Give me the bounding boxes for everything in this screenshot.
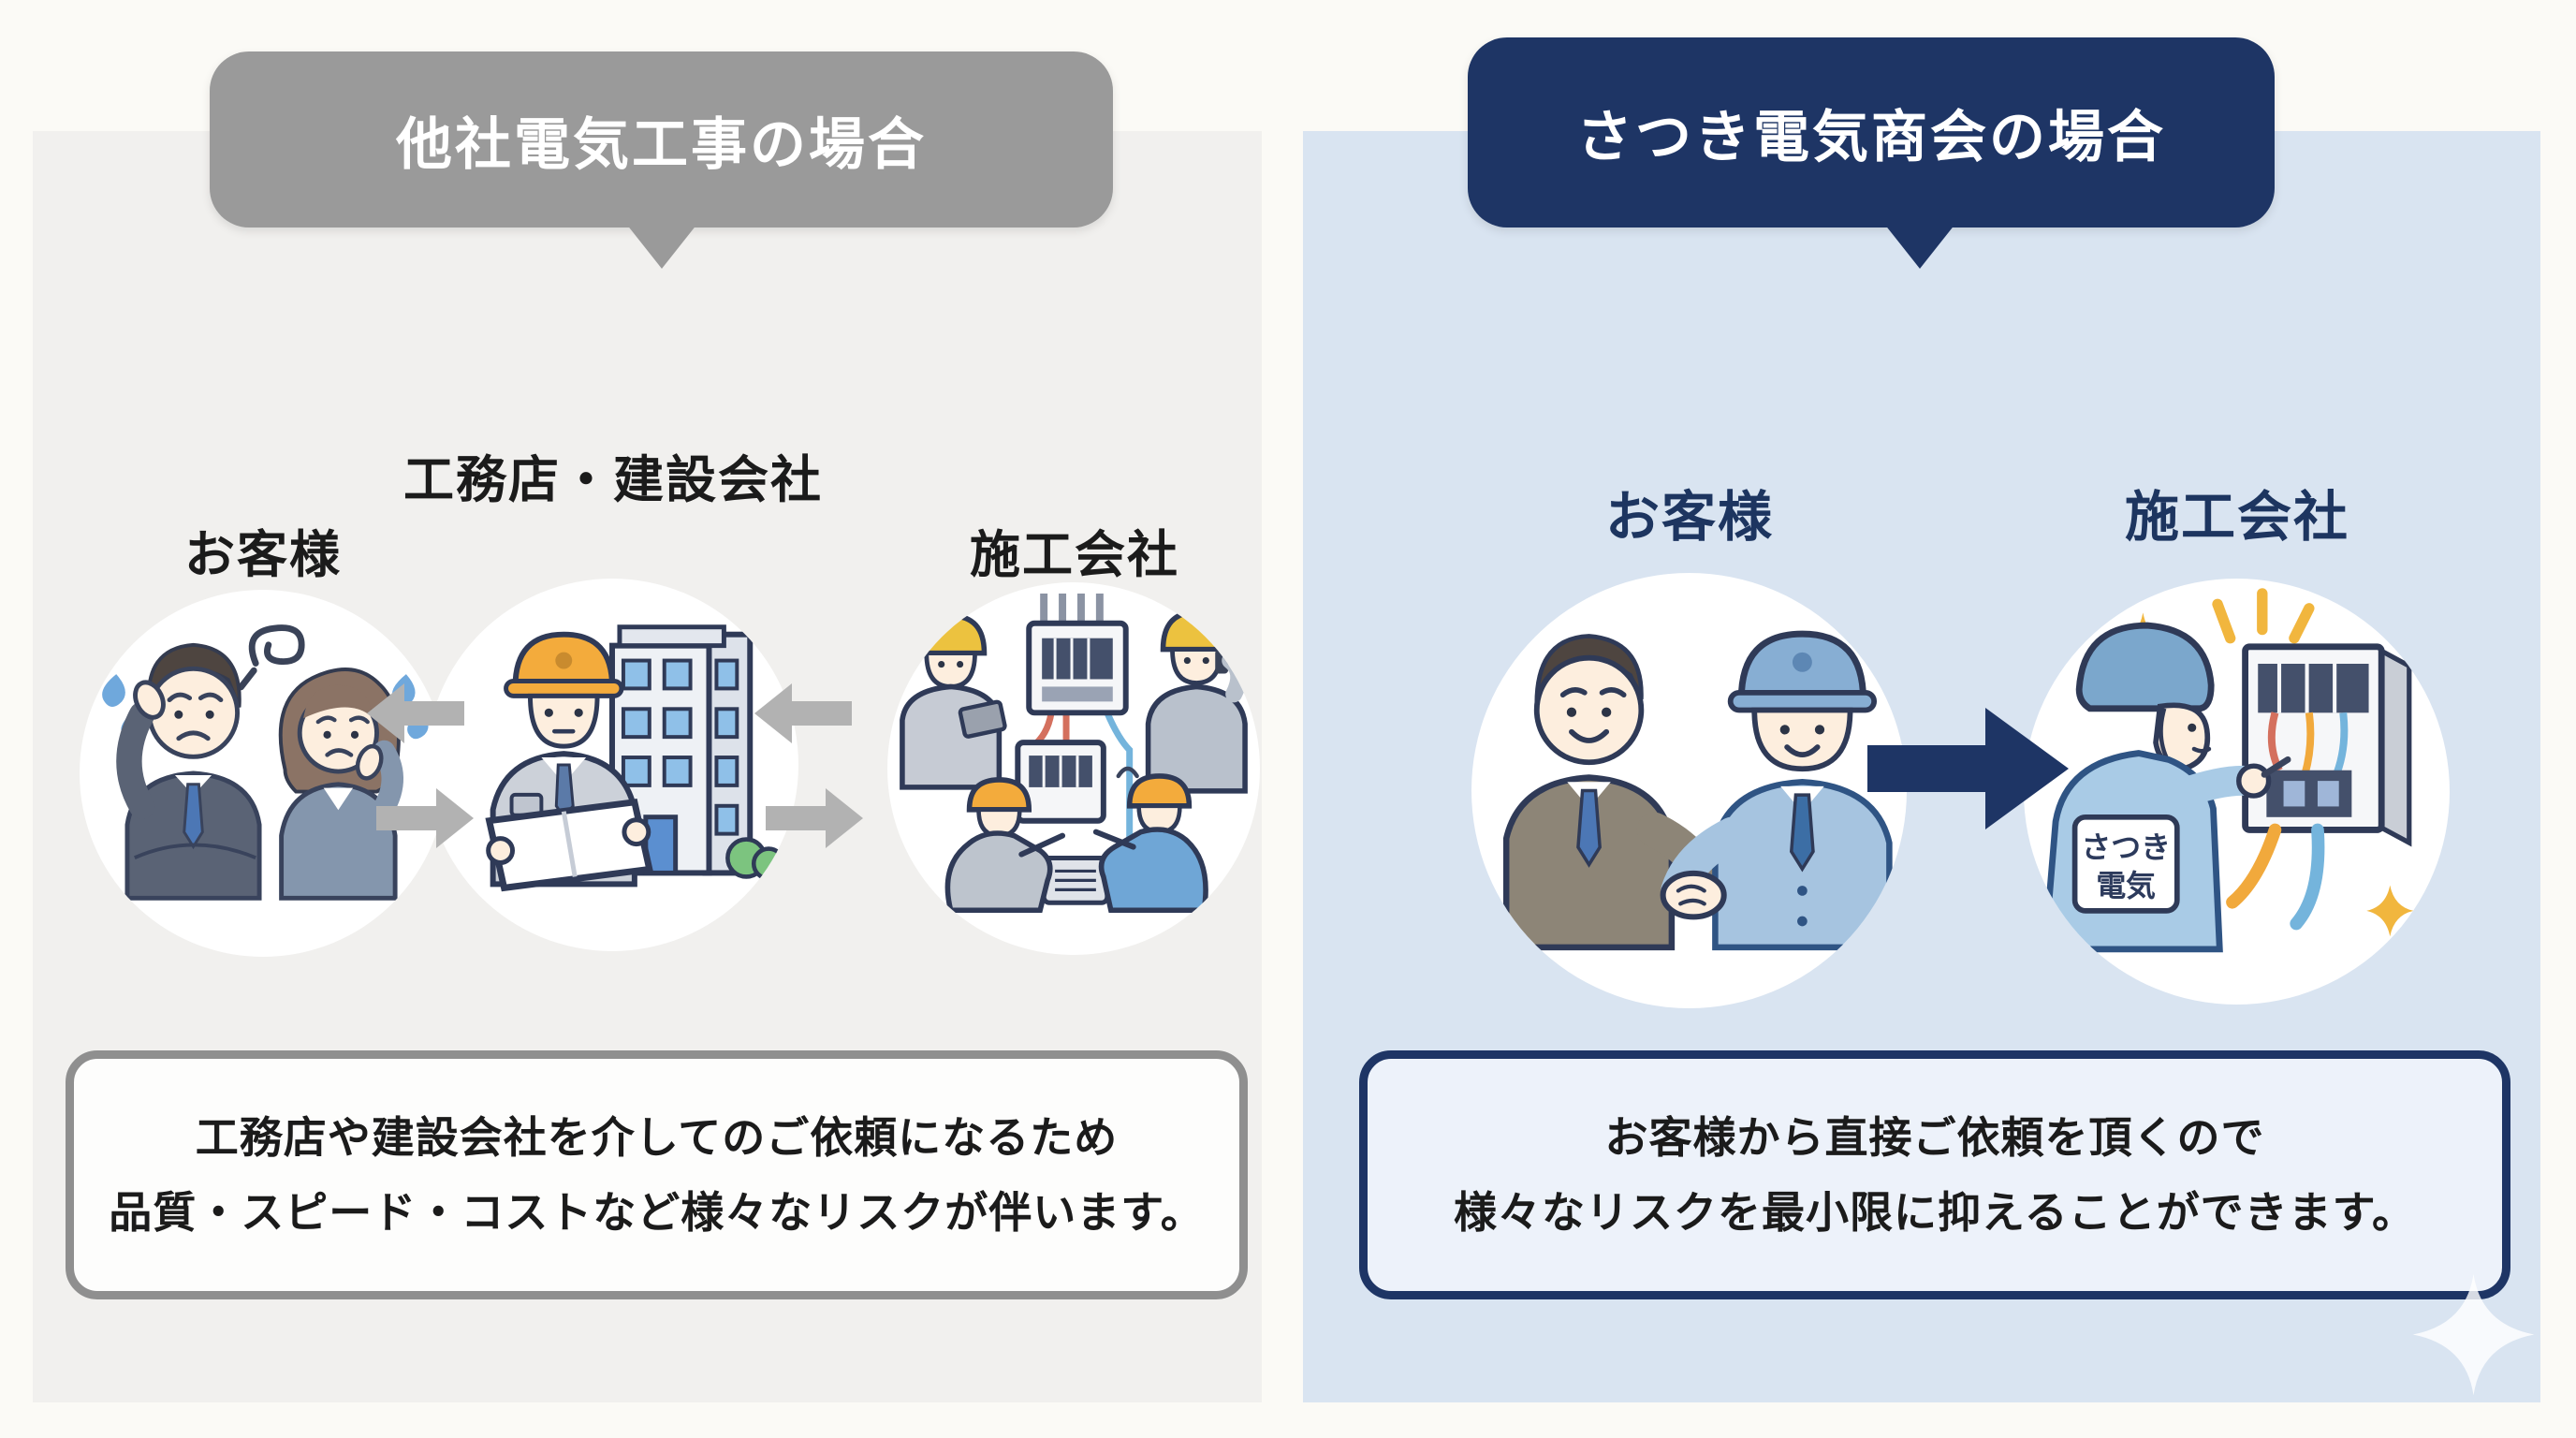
left-note-box: 工務店や建設会社を介してのご依頼になるため 品質・スピード・コストなど様々なリス… bbox=[66, 1050, 1248, 1299]
bubble-tail bbox=[625, 224, 697, 269]
contractor-circle-left bbox=[887, 582, 1260, 955]
left-header-title: 他社電気工事の場合 bbox=[396, 111, 927, 178]
arrow-right-icon bbox=[766, 788, 863, 848]
worried-customers-illustration bbox=[102, 624, 429, 901]
left-header-bubble: 他社電気工事の場合 bbox=[210, 51, 1113, 269]
label-builder: 工務店・建設会社 bbox=[403, 450, 823, 509]
right-note-line2: 様々なリスクを最小限に抑えることができます。 bbox=[1453, 1187, 2417, 1238]
right-header-title: さつき電気商会の場合 bbox=[1576, 105, 2166, 170]
left-note-line2: 品質・スピード・コストなど様々なリスクが伴います。 bbox=[109, 1187, 1205, 1238]
builder-building-illustration bbox=[485, 624, 786, 892]
arrow-right-icon bbox=[376, 788, 474, 848]
sparkle-icon bbox=[2412, 1273, 2535, 1396]
uniform-patch-line1: さつき bbox=[2081, 829, 2171, 865]
label-contractor-left: 施工会社 bbox=[970, 525, 1179, 584]
uniform-patch-line2: 電気 bbox=[2096, 868, 2156, 903]
builder-circle bbox=[426, 579, 798, 951]
customer-circle-left bbox=[80, 590, 446, 957]
left-note-line1: 工務店や建設会社を介してのご依頼になるため bbox=[195, 1111, 1119, 1163]
label-customer-right: お客様 bbox=[1604, 485, 1774, 549]
right-header-bubble: さつき電気商会の場合 bbox=[1468, 37, 2275, 269]
electricians-working-illustration bbox=[896, 593, 1251, 914]
customer-circle-right bbox=[1471, 573, 1907, 1008]
right-note-box: お客様から直接ご依頼を頂くので 様々なリスクを最小限に抑えることができます。 bbox=[1359, 1050, 2510, 1299]
handshake-illustration bbox=[1502, 630, 1893, 951]
label-contractor-right: 施工会社 bbox=[2124, 485, 2349, 549]
right-note-line1: お客様から直接ご依頼を頂くので bbox=[1604, 1111, 2265, 1163]
bubble-tail bbox=[1883, 224, 1955, 269]
arrow-left-icon bbox=[367, 683, 464, 743]
arrow-left-icon bbox=[754, 683, 852, 743]
direct-request-arrow-icon bbox=[1867, 708, 2069, 829]
label-customer-left: お客様 bbox=[184, 525, 342, 584]
satsuki-electrician-illustration: さつき 電気 bbox=[2042, 588, 2414, 953]
contractor-circle-right: さつき 電気 bbox=[2024, 579, 2450, 1005]
